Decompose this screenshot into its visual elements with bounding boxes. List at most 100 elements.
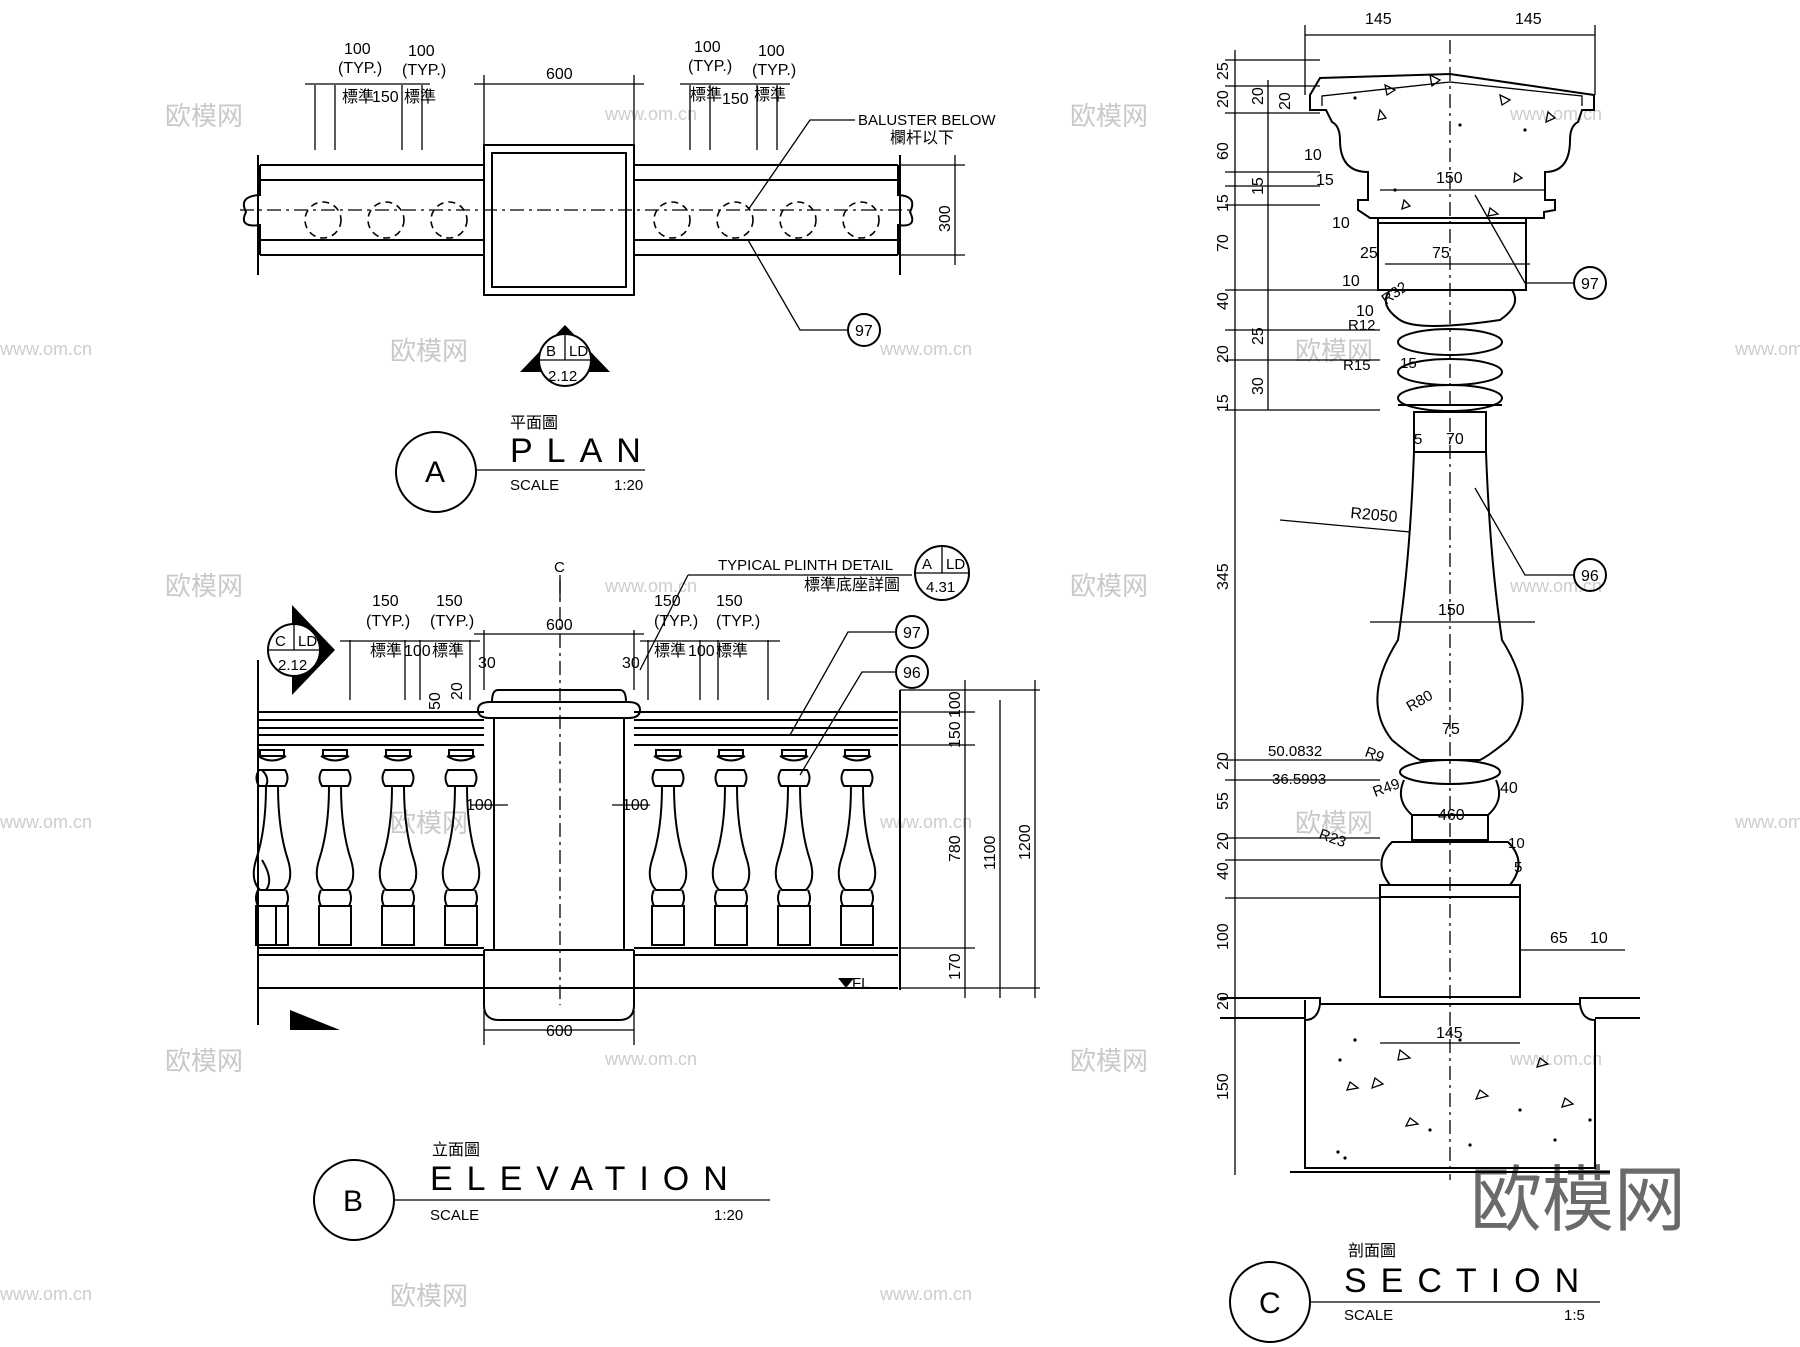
ref-ld: LD [569, 343, 588, 360]
dim-text: 100 [344, 41, 371, 58]
dim-text: 5 [1414, 431, 1422, 448]
ref-ld: LD [298, 633, 317, 650]
view-title-cn: 剖面圖 [1348, 1241, 1396, 1260]
watermark-brand: 欧模网 [390, 1282, 468, 1312]
dim-text: 標準 [342, 87, 374, 106]
callout-bubble [895, 655, 929, 689]
dim-text: (TYP.) [654, 613, 698, 630]
dim-text: (TYP.) [402, 62, 446, 79]
dim-text: 600 [546, 66, 573, 83]
radius-text: R12 [1348, 317, 1376, 334]
view-title: SECTION [1344, 1262, 1593, 1300]
dim-text: 1100 [982, 835, 999, 870]
callout-number: 97 [903, 625, 921, 642]
watermark-brand: 欧模网 [1070, 1047, 1148, 1077]
baluster-elevation [711, 749, 751, 946]
scale-value: 1:20 [614, 477, 643, 494]
watermark-brand: 欧模网 [165, 1047, 243, 1077]
baluster-outline [842, 201, 880, 239]
ref-letter: A [922, 556, 932, 573]
dim-text: 150 [372, 89, 399, 106]
baluster-elevation [837, 749, 877, 946]
dim-text: 75 [1442, 721, 1460, 738]
watermark-url: www.om.cn [604, 104, 697, 124]
dim-text: 標準 [690, 85, 722, 104]
scale-label: SCALE [430, 1207, 479, 1224]
watermark-url: www.om.cn [879, 339, 972, 359]
dim-text: 70 [1215, 234, 1232, 252]
dim-text: (TYP.) [688, 58, 732, 75]
dim-text: 100 [466, 797, 493, 814]
dim-text: 25 [1250, 327, 1267, 345]
watermark-url: www.om.cn [1509, 1049, 1602, 1069]
dim-text: 15 [1250, 177, 1267, 195]
dim-text: 100 [947, 691, 964, 718]
watermark-url: www.om.cn [604, 576, 697, 596]
dim-text: 145 [1365, 11, 1392, 28]
scale-label: SCALE [510, 477, 559, 494]
dim-text: 65 [1550, 930, 1568, 947]
watermark-url: www.om.cn [1734, 339, 1800, 359]
dim-text: 標準 [754, 85, 786, 104]
callout-bubble [847, 313, 881, 347]
dim-text: 標準 [716, 641, 748, 660]
section-view: 145 145 25206015704020153452055204010020… [1215, 11, 1640, 1343]
dim-text: 15 [1215, 394, 1232, 412]
dim-text: 15 [1215, 194, 1232, 212]
dim-text: 10 [1356, 303, 1374, 320]
view-marker [395, 431, 477, 513]
radius-text: R9 [1363, 744, 1387, 767]
dim-text: 20 [1215, 345, 1232, 363]
watermark-brand: 欧模网 [1070, 572, 1148, 602]
note-text: TYPICAL PLINTH DETAIL [718, 557, 893, 574]
watermark-brand-large: 欧模网 [1470, 1158, 1686, 1242]
ref-letter: C [275, 633, 286, 650]
dim-text: 150 [1215, 1073, 1232, 1100]
view-title-cn: 立面圖 [432, 1140, 480, 1159]
dim-text: 345 [1215, 563, 1232, 590]
dim-text: 145 [1515, 11, 1542, 28]
dim-text: 10 [1590, 930, 1608, 947]
callout-bubble [1573, 558, 1607, 592]
radius-text: R15 [1343, 357, 1371, 374]
watermark-url: www.om.cn [1509, 104, 1602, 124]
watermark-url: www.om.cn [879, 1284, 972, 1304]
callout-number: 96 [1581, 568, 1599, 585]
dim-text: 30 [622, 655, 640, 672]
watermark-layer: 欧模网 www.om.cn 欧模网 www.om.cn www.om.cn 欧模… [0, 102, 1800, 1312]
dim-text: 150 [372, 593, 399, 610]
view-title: PLAN [510, 432, 655, 470]
callout-number: 96 [903, 665, 921, 682]
watermark-url: www.om.cn [604, 1049, 697, 1069]
radius-text: R49 [1371, 775, 1403, 800]
dim-text: (TYP.) [366, 613, 410, 630]
dim-text: 25 [1360, 245, 1378, 262]
dim-text: 150 [716, 593, 743, 610]
watermark-url: www.om.cn [879, 812, 972, 832]
scale-value: 1:20 [714, 1207, 743, 1224]
watermark-url: www.om.cn [0, 812, 92, 832]
dim-text: 15 [1400, 355, 1417, 372]
dim-text: 150 [722, 91, 749, 108]
dim-text: 75 [1432, 245, 1450, 262]
watermark-brand: 欧模网 [165, 102, 243, 132]
baluster-elevation [441, 749, 481, 946]
baluster-outline [716, 201, 754, 239]
dim-text: 50.0832 [1268, 743, 1322, 760]
baluster-outline [779, 201, 817, 239]
baluster-elevation-partial [261, 769, 277, 946]
dim-text: 780 [947, 835, 964, 862]
baluster-outline [304, 201, 342, 239]
dim-text: 300 [937, 205, 954, 232]
baluster-row [252, 749, 877, 946]
view-title-cn: 平面圖 [510, 413, 558, 432]
watermark-brand: 欧模网 [1295, 337, 1373, 367]
plan-view: 100 (TYP.) 100 (TYP.) 標準 150 標準 600 100 … [240, 39, 996, 513]
scale-value: 1:5 [1564, 1307, 1585, 1324]
callout-bubble [895, 615, 929, 649]
elevation-view: C C LD 2.12 TYPICAL PLINTH DETAIL 標準底座詳圖… [252, 545, 1040, 1241]
dim-text: 100 [408, 43, 435, 60]
watermark-url: www.om.cn [1734, 812, 1800, 832]
radius-text: R32 [1379, 279, 1411, 309]
